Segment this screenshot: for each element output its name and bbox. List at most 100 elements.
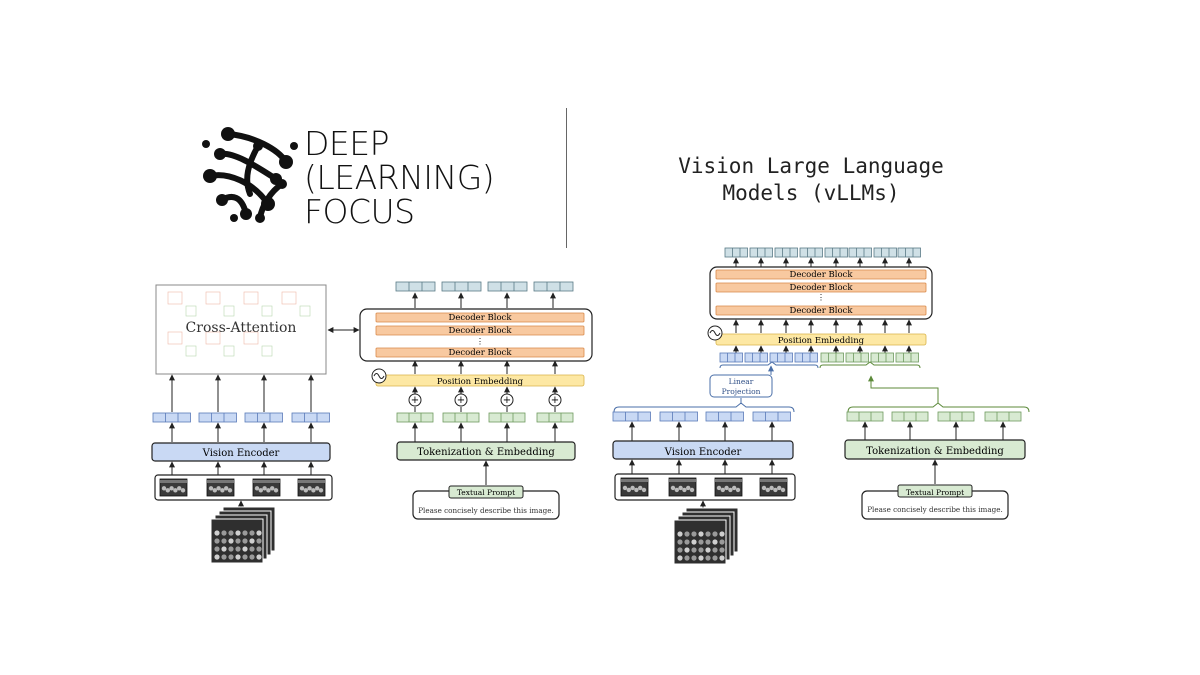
left-input-image-stack-crowd (235, 546, 241, 552)
left-input-image-stack-crowd (214, 530, 220, 536)
left-input-image-stack-crowd (242, 554, 248, 560)
right-output-token-group (897, 247, 921, 258)
left-image-patch-band (298, 480, 325, 483)
right-textual-prompt-label: Textual Prompt (906, 488, 964, 497)
right-image-patch-figure (670, 485, 676, 491)
right-prompt-text: Please concisely describe this image. (867, 505, 1003, 514)
left-input-image-stack-crowd (235, 554, 241, 560)
right-image-patch-figure (678, 485, 683, 491)
left-input-image-stack-crowd (214, 538, 220, 544)
right-image-patch-band (669, 479, 696, 482)
right-image-patch-figure (674, 487, 679, 493)
cross-attention-ghost-cell (167, 291, 183, 305)
left-input-image-stack-crowd (249, 538, 255, 544)
right-position-embedding-label: Position Embedding (778, 336, 865, 346)
right-image-patch-figure (686, 485, 691, 491)
right-input-image-stack-crowd (684, 547, 690, 553)
right-text-token-group-combined (870, 352, 894, 363)
right-vision-token-group (659, 411, 698, 422)
left-image-patch-band (160, 480, 187, 483)
right-image-patch-figure (777, 485, 782, 491)
right-input-image-stack-crowd (712, 547, 718, 553)
right-input-image-stack-crowd (691, 531, 697, 537)
right-projected-vision-token-group (744, 352, 768, 363)
left-input-image-stack-crowd (235, 538, 241, 544)
cross-attention-ghost-cell (243, 291, 259, 305)
left-vision-token-group (152, 412, 191, 423)
left-decoder-block-label-3: Decoder Block (449, 348, 513, 358)
right-input-image-stack-crowd (677, 531, 683, 537)
left-input-image-stack-crowd (249, 554, 255, 560)
right-input-image-stack-crowd (705, 539, 711, 545)
right-vision-brace-top (719, 361, 819, 369)
left-input-image-stack-crowd (228, 546, 234, 552)
right-input-image-stack-crowd (719, 531, 725, 537)
left-text-token-group (488, 412, 526, 423)
right-text-path-arrow (868, 375, 939, 403)
left-textual-prompt-label: Textual Prompt (457, 488, 515, 497)
brand-line-2: (LEARNING) (304, 158, 495, 197)
left-input-image-stack-crowd (249, 546, 255, 552)
right-text-token-group (937, 411, 975, 422)
right-input-image-stack-crowd (698, 539, 704, 545)
left-input-image-stack-crowd (228, 530, 234, 536)
right-text-token-group-combined (895, 352, 919, 363)
right-output-token-group (824, 247, 848, 258)
right-image-patch-band (715, 479, 742, 482)
right-tokenization-box (844, 439, 1026, 460)
right-vision-token-group (705, 411, 744, 422)
right-input-image-stack-crowd (712, 555, 718, 561)
right-input-image-stack-crowd (712, 531, 718, 537)
left-image-patch-figure (303, 488, 308, 493)
left-image-patch-figure (254, 486, 260, 491)
logo-mark-icon (202, 127, 298, 223)
right-image-patch-figure (765, 487, 770, 493)
right-decoder-block-label-2: Decoder Block (790, 283, 854, 293)
cross-attention-ghost-cell (261, 305, 273, 317)
right-input-image-stack-crowd (677, 547, 683, 553)
left-image-patch-figure (216, 486, 221, 491)
left-prompt-text: Please concisely describe this image. (418, 506, 554, 515)
left-input-image-stack-crowd (221, 538, 227, 544)
left-input-image-stack-crowd (256, 546, 262, 552)
cross-attention-box (155, 284, 327, 375)
left-image-patch-figure (177, 486, 182, 491)
left-output-token-group (487, 281, 528, 292)
left-decoder-block-2 (375, 325, 585, 336)
right-vision-brace-bottom (613, 402, 795, 413)
brand-line-1: DEEP (304, 124, 390, 163)
left-image-patch-figure (165, 488, 170, 493)
left-vision-token-group (244, 412, 283, 423)
right-image-patch-figure (728, 487, 733, 493)
right-image-patch-figure (638, 485, 643, 491)
right-output-token-group (774, 247, 798, 258)
right-image-patch-figure (641, 487, 647, 493)
right-output-token-group (848, 247, 872, 258)
right-image-patch-figure (630, 485, 635, 491)
right-image-patch-figure (689, 487, 695, 493)
left-image-patch-figure (208, 486, 214, 491)
right-textual-prompt-chip (897, 484, 973, 498)
left-vision-token-group (291, 412, 330, 423)
left-image-patch-figure (220, 488, 225, 493)
left-image-patch-figure (315, 486, 320, 491)
right-vision-encoder-label: Vision Encoder (664, 447, 742, 458)
right-input-image-stack-crowd (705, 531, 711, 537)
right-decoder-ellipsis: ⋮ (817, 293, 825, 302)
left-input-image-stack-crowd (256, 530, 262, 536)
left-plus-2: + (457, 395, 465, 406)
right-projected-vision-token-group (719, 352, 743, 363)
right-text-token-group (846, 411, 884, 422)
left-decoder-block-1 (375, 312, 585, 323)
left-input-image-stack-crowd (242, 538, 248, 544)
left-text-token-group (536, 412, 574, 423)
left-image-patch-figure (299, 486, 305, 491)
page-title-line-2: Models (vLLMs) (722, 181, 900, 205)
right-vision-token-group (612, 411, 651, 422)
right-image-patch-figure (682, 487, 687, 493)
left-position-embedding-label: Position Embedding (437, 377, 524, 387)
left-textual-prompt-chip (448, 485, 524, 499)
page-title-line-1: Vision Large Language (678, 154, 944, 178)
right-decoder-block-label-1: Decoder Block (790, 270, 854, 280)
left-tokenization-box (396, 441, 576, 461)
